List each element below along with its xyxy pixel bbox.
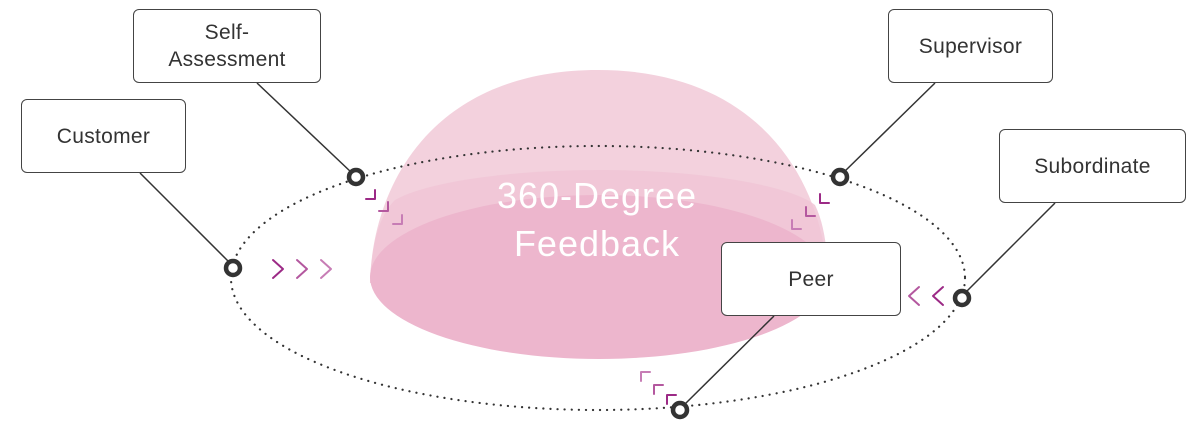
source-box-self-assessment: Self- Assessment bbox=[133, 9, 321, 83]
connector-line-supervisor bbox=[842, 82, 936, 174]
connector-line-peer bbox=[683, 315, 775, 406]
arrow-chevrons-customer bbox=[272, 259, 332, 279]
source-label-subordinate: Subordinate bbox=[1034, 154, 1151, 178]
center-title: 360-Degree Feedback bbox=[496, 175, 698, 264]
source-label-peer: Peer bbox=[788, 267, 834, 291]
orbit-ellipse bbox=[229, 144, 967, 412]
connector-line-customer bbox=[139, 172, 230, 263]
connector-line-subordinate bbox=[965, 202, 1056, 293]
arrow-chevrons-subordinate bbox=[908, 286, 944, 306]
source-label-customer: Customer bbox=[56, 124, 151, 148]
source-box-supervisor: Supervisor bbox=[888, 9, 1053, 83]
arrow-corners-self bbox=[365, 189, 403, 225]
connector-dot-subordinate bbox=[952, 288, 972, 308]
connector-dot-supervisor bbox=[830, 167, 850, 187]
source-label-supervisor: Supervisor bbox=[918, 34, 1023, 58]
connector-dot-customer bbox=[223, 258, 243, 278]
connector-dot-self bbox=[346, 167, 366, 187]
source-label-self-assessment: Self- Assessment bbox=[168, 21, 286, 71]
source-box-customer: Customer bbox=[21, 99, 186, 173]
arrow-corners-peer bbox=[640, 371, 677, 405]
source-box-peer: Peer bbox=[721, 242, 901, 316]
connector-line-self bbox=[256, 82, 353, 174]
dome-base bbox=[370, 195, 828, 359]
connector-dot-peer bbox=[670, 400, 690, 420]
source-box-subordinate: Subordinate bbox=[999, 129, 1186, 203]
arrow-corners-supervisor bbox=[791, 193, 830, 230]
